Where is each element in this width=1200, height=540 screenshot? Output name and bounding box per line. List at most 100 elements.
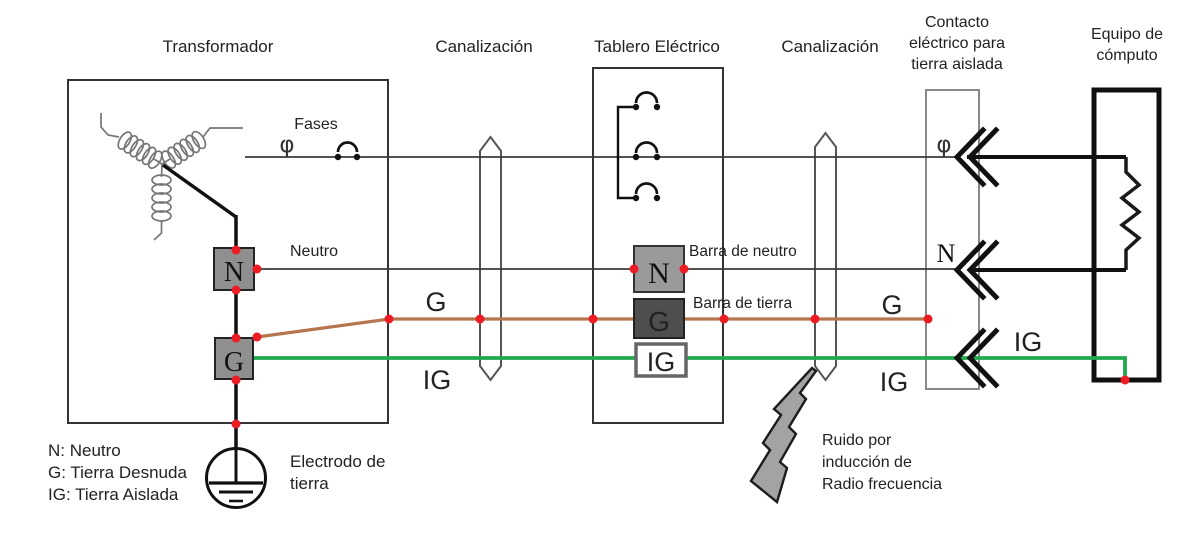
connection-dot [588,314,598,324]
conduit-right-symbol [814,131,837,382]
ruido-label-line2: inducción de [822,454,912,471]
wye-winding-icon [100,113,243,241]
fases-label: Fases [294,116,338,133]
panel-title: Tablero Eléctrico [594,37,720,56]
conduit-left-title: Canalización [435,37,532,56]
equipment-title-line2: cómputo [1096,47,1157,64]
connection-dot [231,285,241,295]
winding-terminal [153,221,163,241]
ruido-label-line1: Ruido por [822,432,892,449]
g-wire-label-left: G [425,287,446,317]
winding-link [161,158,171,165]
connection-dot [252,332,262,342]
neutro-label: Neutro [290,243,338,260]
contact-phi-symbol: φ [936,132,951,158]
legend-line1: N: Neutro [48,441,121,460]
breaker-dot [632,153,640,161]
winding-terminal [100,113,120,138]
breaker-dot [632,194,640,202]
winding-terminal [202,127,243,138]
chevron-outer [953,239,987,301]
chevron-outer [953,327,987,389]
coil-loop [123,135,139,154]
isolated-ground-contact-chevron-icon [953,327,1000,389]
connection-dot [475,314,485,324]
breaker-dot [653,153,661,161]
conduit-left-symbol [479,135,502,382]
connection-dot [719,314,729,324]
switch-icon [334,141,361,161]
connection-dot [1120,375,1130,385]
phase-phi-symbol: φ [279,132,294,158]
chevron-inner [966,239,1000,301]
connection-dot [231,245,241,255]
chevron-outer [953,126,987,188]
switch-arc [336,141,359,153]
panel-isolated-ground-bar-letters: IG [647,347,676,377]
panel-ground-bar-letter: G [648,306,670,337]
breaker-bus [616,105,636,200]
coil-loop [191,130,207,150]
coil-loop [185,134,201,154]
switch-dot [334,153,342,161]
coil-loop [151,183,172,195]
connection-dots [231,245,1130,429]
panel-isolated-ground-bar-box [634,342,688,378]
ig-wire-label-left: IG [423,365,452,395]
ruido-label-line3: Radio frecuencia [822,476,942,493]
coil-loop [167,146,183,165]
coil-loop [141,146,157,166]
connection-dot [679,264,689,274]
breaker-arc [634,91,659,104]
coil-loop [179,138,195,158]
breaker-bank-icon [616,91,661,202]
legend-line3: IG: Tierra Aislada [48,485,179,504]
chevron-inner [966,327,1000,389]
chevron-inner [966,126,1000,188]
ig-wire-label-lower-right: IG [880,367,909,397]
connection-dot [231,333,241,343]
star-point-lead [161,163,238,219]
rf-noise-bolt-icon [749,366,818,505]
contact-title-line3: tierra aislada [911,56,1003,73]
connection-dot [384,314,394,324]
coil-loop [151,192,172,204]
computer-equipment-box [1091,87,1162,383]
coil-loop [117,131,133,150]
electrodo-label-line2: tierra [290,474,329,493]
phase-contact-chevron-icon [953,126,1000,188]
barra-tierra-label: Barra de tierra [693,295,792,312]
load-resistor-icon [1119,157,1142,270]
connection-dot [231,419,241,429]
electrodo-label-line1: Electrodo de [290,452,385,471]
coil-loop [147,150,163,170]
switch-dot [353,153,361,161]
breaker-dot [632,103,640,111]
transformer-neutral-bus-letter: N [224,257,244,288]
transformer-neutral-bus-box [213,247,255,291]
equipment-title-line1: Equipo de [1091,26,1163,43]
connection-dot [810,314,820,324]
coil-loop [129,138,145,158]
breaker-arc [634,141,659,154]
winding-link [153,158,163,165]
coil-loop [151,201,172,213]
connection-dot [629,264,639,274]
breaker-dot [653,194,661,202]
neutral-contact-chevron-icon [953,239,1000,301]
coil-loop [173,142,189,162]
contact-n-letter: N [937,239,956,268]
coil-loop [151,174,172,186]
contact-title-line1: Contacto [925,14,989,31]
barra-neutro-label: Barra de neutro [689,243,797,260]
connection-dot [252,264,262,274]
breaker-dot [653,103,661,111]
connection-dot [231,375,241,385]
panel-neutral-bar-letter: N [648,257,670,290]
g-wire-label-right: G [881,290,902,320]
legend-line2: G: Tierra Desnuda [48,463,187,482]
transformer-ground-bus-letter: G [224,347,244,378]
contact-title-line2: eléctrico para [909,35,1005,52]
ground-electrode-icon [205,447,267,509]
